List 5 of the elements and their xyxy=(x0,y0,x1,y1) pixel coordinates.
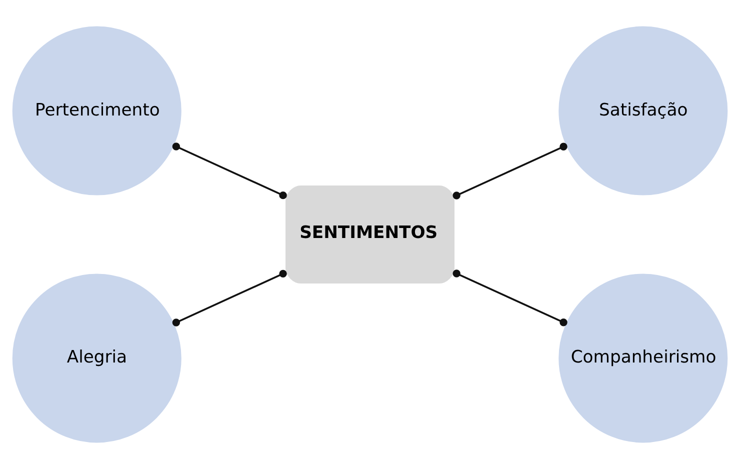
connector xyxy=(172,269,287,326)
connector xyxy=(452,269,568,326)
connector xyxy=(172,142,287,199)
connector xyxy=(452,142,568,199)
node-box: SENTIMENTOS xyxy=(285,185,455,283)
